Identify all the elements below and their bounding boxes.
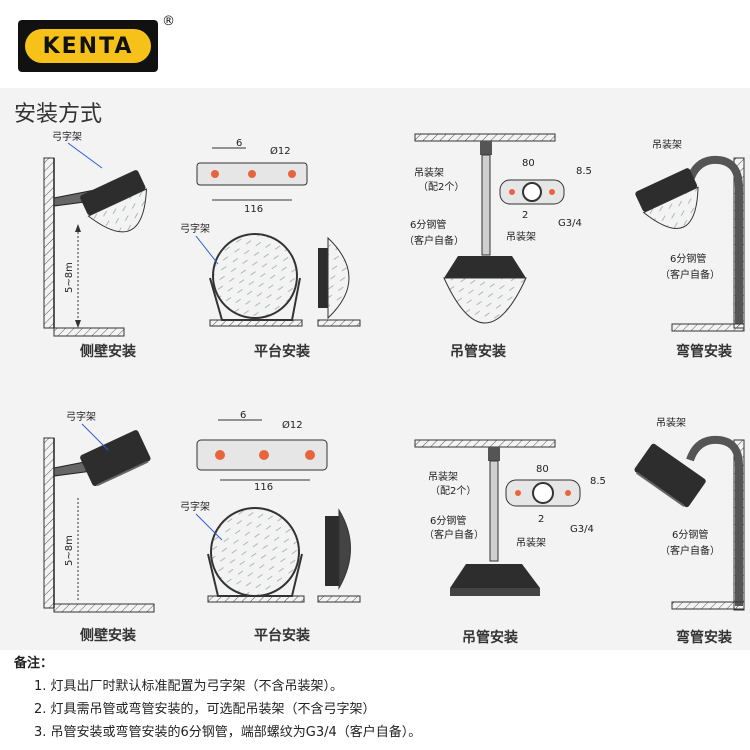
hanger-label: 吊装架 bbox=[428, 470, 458, 483]
mount-hole bbox=[248, 170, 256, 178]
notes-section: 备注： 1. 灯具出厂时默认标准配置为弓字架（不含吊装架）。 2. 灯具需吊管或… bbox=[14, 652, 744, 744]
curved-pipe-panel-2: 吊装架 6分钢管 （客户自备） 弯管安装 bbox=[634, 416, 745, 646]
caption-side-wall: 侧壁安装 bbox=[80, 627, 137, 644]
curved-pipe-panel-1: 吊装架 6分钢管 （客户自备） 弯管安装 bbox=[635, 138, 745, 360]
hanger-label: 吊装架 bbox=[414, 166, 444, 179]
wall-mount-panel-1: 弓字架 5~8m 侧壁安装 bbox=[43, 130, 148, 360]
pipe-note: （客户自备） bbox=[424, 528, 484, 541]
note-item: 2. 灯具需吊管或弯管安装的，可选配吊装架（不含弓字架） bbox=[34, 702, 376, 717]
lamp-glass bbox=[212, 233, 298, 319]
wall-hatch bbox=[43, 157, 55, 329]
installation-diagram: 弓字架 5~8m 侧壁安装 6 Ø12 116 弓字架 平台安装 bbox=[43, 130, 745, 646]
dim-2: 2 bbox=[538, 514, 544, 525]
ceiling-hatch bbox=[414, 133, 556, 142]
dim-6: 6 bbox=[236, 138, 242, 149]
mount-hole bbox=[211, 170, 219, 178]
pipe-label: 6分钢管 bbox=[430, 514, 466, 527]
hanger-label-2: 吊装架 bbox=[506, 230, 536, 243]
caption-curved-pipe: 弯管安装 bbox=[676, 343, 733, 360]
dim-6: 6 bbox=[240, 410, 246, 421]
dim-hole: Ø12 bbox=[270, 145, 291, 157]
steel-pipe bbox=[481, 154, 491, 256]
height-label: 5~8m bbox=[64, 535, 75, 566]
notes-title: 备注： bbox=[14, 656, 54, 671]
pendant-mount-panel-2: 80 8.5 2 G3/4 吊装架 （配2个） 6分钢管 （客户自备） 吊装架 … bbox=[414, 439, 606, 646]
section-title: 安装方式 bbox=[14, 102, 103, 127]
note-item: 3. 吊管安装或弯管安装的6分钢管，端部螺纹为G3/4（客户自备）。 bbox=[34, 725, 422, 740]
caption-side-wall: 侧壁安装 bbox=[80, 343, 137, 360]
dim-8-5: 8.5 bbox=[590, 476, 606, 487]
caption-pendant: 吊管安装 bbox=[450, 343, 507, 360]
registered-mark: ® bbox=[162, 14, 175, 29]
height-label: 5~8m bbox=[64, 262, 75, 293]
note-item: 1. 灯具出厂时默认标准配置为弓字架（不含吊装架）。 bbox=[34, 679, 344, 694]
pipe-label: 6分钢管 bbox=[410, 218, 446, 231]
thread-label: G3/4 bbox=[558, 218, 582, 229]
bracket-label: 弓字架 bbox=[52, 130, 82, 143]
dim-8-5: 8.5 bbox=[576, 166, 592, 177]
bracket-label: 弓字架 bbox=[66, 410, 96, 423]
pipe-note: （客户自备） bbox=[660, 268, 720, 281]
bracket-label: 弓字架 bbox=[180, 500, 210, 513]
caption-platform: 平台安装 bbox=[254, 343, 311, 360]
bracket-label: 弓字架 bbox=[180, 222, 210, 235]
pipe-label: 6分钢管 bbox=[672, 528, 708, 541]
brand-logo-pill: KENTA bbox=[25, 29, 151, 63]
caption-platform: 平台安装 bbox=[254, 627, 311, 644]
pipe-label: 6分钢管 bbox=[670, 252, 706, 265]
pipe-note: （客户自备） bbox=[404, 234, 464, 247]
floor-hatch bbox=[53, 327, 125, 337]
platform-mount-panel-2: 6 Ø12 116 弓字架 平台安装 bbox=[180, 410, 361, 644]
dim-116: 116 bbox=[254, 482, 273, 493]
hanger-note: （配2个） bbox=[418, 181, 464, 193]
mount-hole bbox=[288, 170, 296, 178]
pendant-mount-panel-1: 80 8.5 2 G3/4 吊装架 （配2个） 6分钢管 （客户自备） 吊装架 … bbox=[404, 133, 592, 360]
brand-logo-text: KENTA bbox=[42, 33, 134, 59]
dim-80: 80 bbox=[522, 158, 535, 169]
caption-curved-pipe: 弯管安装 bbox=[676, 629, 733, 646]
platform-mount-panel-1: 6 Ø12 116 弓字架 平台安装 bbox=[180, 138, 361, 360]
thread-label: G3/4 bbox=[570, 524, 594, 535]
caption-pendant: 吊管安装 bbox=[462, 629, 519, 646]
brand-logo: KENTA bbox=[18, 20, 158, 72]
hanger-label: 吊装架 bbox=[652, 138, 682, 151]
hanger-label: 吊装架 bbox=[656, 416, 686, 429]
dim-80: 80 bbox=[536, 464, 549, 475]
pipe-note: （客户自备） bbox=[660, 544, 720, 557]
dim-hole: Ø12 bbox=[282, 419, 303, 431]
curved-pipe bbox=[686, 155, 743, 324]
hanger-note: （配2个） bbox=[430, 485, 476, 497]
dim-116: 116 bbox=[244, 204, 263, 215]
dim-2: 2 bbox=[522, 210, 528, 221]
platform-hatch bbox=[209, 319, 303, 327]
wall-mount-panel-2: 弓字架 5~8m 侧壁安装 bbox=[43, 410, 155, 644]
hanger-label-2: 吊装架 bbox=[516, 536, 546, 549]
